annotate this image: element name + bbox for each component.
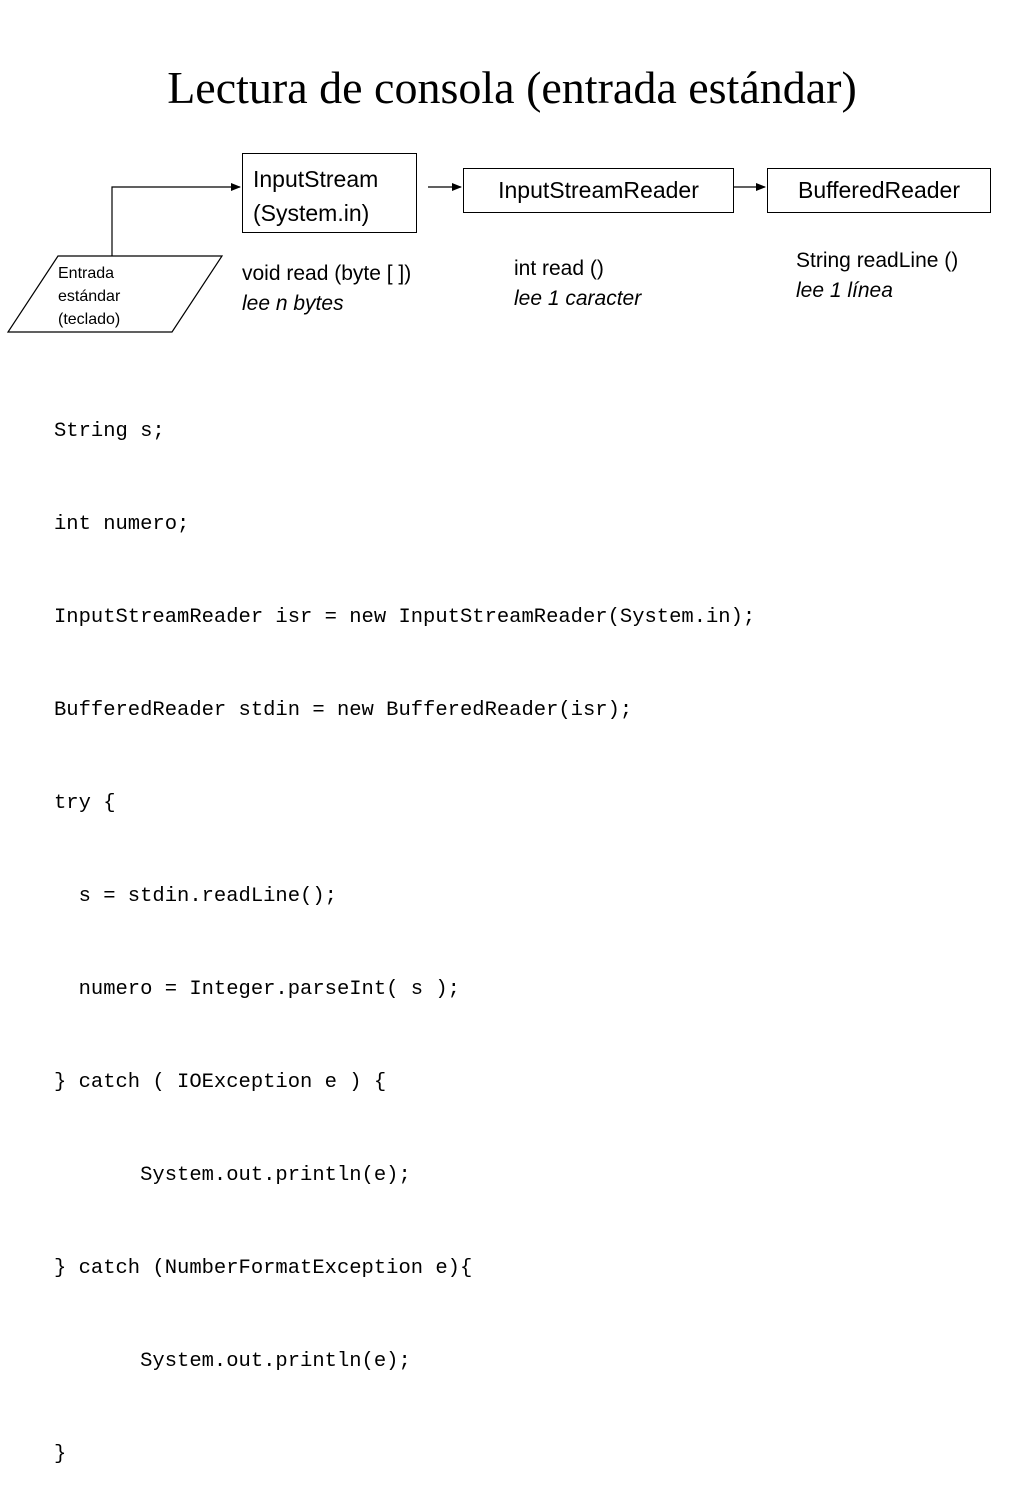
code-line: try { (54, 792, 116, 815)
inputstream-box-line: (System.in) (253, 200, 370, 226)
inputstream-method-note: void read (byte [ ]) lee n bytes (242, 259, 411, 319)
bufferedreader-box: BufferedReader (767, 168, 991, 213)
inputstream-box: InputStream (System.in) (242, 153, 417, 233)
keyboard-input-label-line: (teclado) (58, 311, 121, 328)
keyboard-input-parallelogram (6, 255, 224, 333)
method-description: lee n bytes (242, 292, 344, 315)
keyboard-input-label: Entrada estándar (teclado) (58, 262, 162, 331)
code-line: InputStreamReader isr = new InputStreamR… (54, 606, 756, 629)
code-line: String s; (54, 420, 165, 443)
method-description: lee 1 caracter (514, 287, 642, 310)
code-line: } (54, 1443, 67, 1466)
inputstream-box-line: InputStream (253, 166, 379, 192)
code-listing: String s; int numero; InputStreamReader … (54, 354, 755, 1501)
bufferedreader-box-line: BufferedReader (798, 177, 960, 203)
keyboard-input-label-line: Entrada (58, 265, 115, 282)
code-line: s = stdin.readLine(); (54, 885, 337, 908)
inputstreamreader-method-note: int read () lee 1 caracter (514, 254, 641, 314)
method-signature: int read () (514, 257, 604, 280)
code-line: } catch ( IOException e ) { (54, 1071, 387, 1094)
code-line: BufferedReader stdin = new BufferedReade… (54, 699, 633, 722)
diagram-connectors (6, 183, 766, 333)
bufferedreader-method-note: String readLine () lee 1 línea (796, 246, 958, 306)
slide-title: Lectura de consola (entrada estándar) (167, 62, 857, 113)
code-line: System.out.println(e); (54, 1164, 411, 1187)
code-line: numero = Integer.parseInt( s ); (54, 978, 460, 1001)
code-line: System.out.println(e); (54, 1350, 411, 1373)
code-line: } catch (NumberFormatException e){ (54, 1257, 473, 1280)
method-signature: String readLine () (796, 249, 959, 272)
inputstreamreader-box: InputStreamReader (463, 168, 734, 213)
method-description: lee 1 línea (796, 279, 893, 302)
input-to-inputstream-connector (111, 183, 241, 256)
method-signature: void read (byte [ ]) (242, 262, 412, 285)
keyboard-input-label-line: estándar (58, 288, 121, 305)
code-line: int numero; (54, 513, 190, 536)
inputstreamreader-box-line: InputStreamReader (498, 177, 699, 203)
